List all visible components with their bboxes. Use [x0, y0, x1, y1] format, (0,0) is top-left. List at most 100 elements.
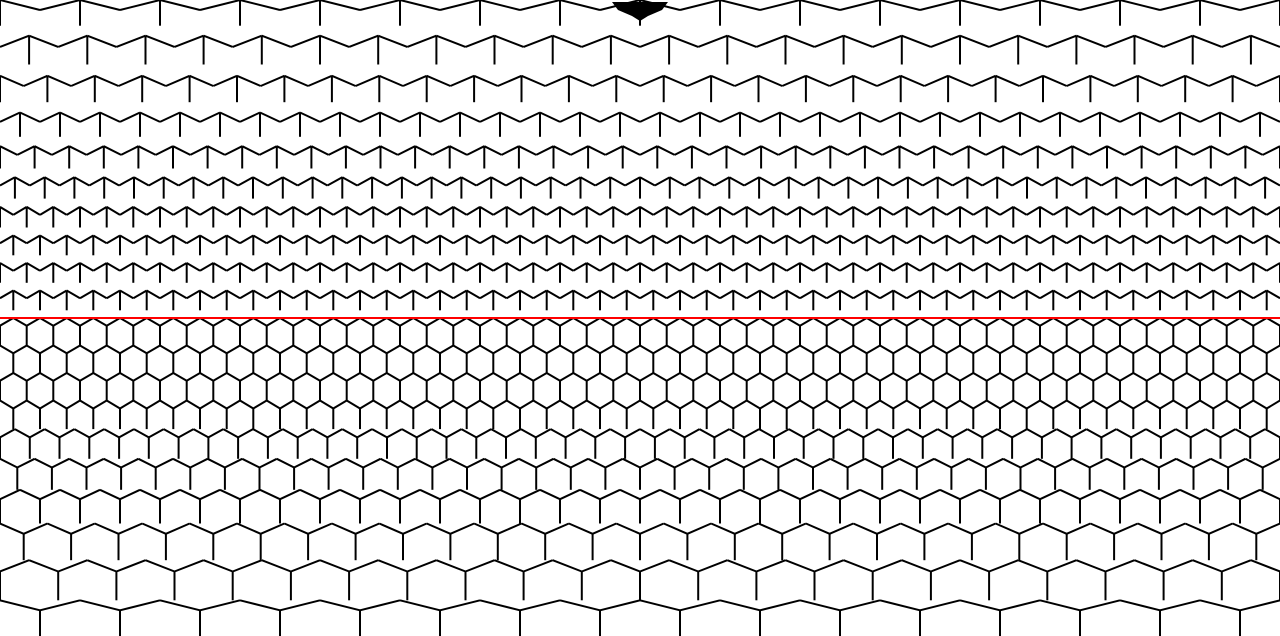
hex-edge: [1212, 399, 1228, 410]
hex-edge: [799, 262, 814, 272]
hex-edge: [212, 344, 228, 355]
hex-edge: [239, 372, 254, 382]
hex-edge: [862, 176, 879, 187]
hex-edge: [1159, 111, 1181, 123]
hex-edge: [572, 344, 588, 355]
hex-edge: [212, 289, 228, 300]
hex-edge: [1042, 522, 1068, 535]
hex-edge: [88, 428, 105, 439]
hex-edge: [479, 488, 501, 501]
hex-edge: [172, 234, 188, 245]
hex-edge: [239, 206, 254, 216]
hex-edge: [599, 111, 621, 123]
hex-edge: [879, 344, 894, 355]
hex-edge: [119, 344, 134, 355]
hex-edge: [839, 234, 854, 245]
hex-edge: [199, 111, 221, 123]
hex-edge: [79, 317, 94, 327]
hex-edge: [1264, 176, 1280, 187]
hex-edge: [1012, 344, 1028, 355]
hex-edge: [1212, 262, 1228, 272]
hex-edge: [479, 344, 494, 355]
hex-edge: [355, 74, 380, 87]
hex-edge: [946, 399, 961, 410]
hex-edge: [610, 559, 641, 573]
hex-edge: [172, 457, 191, 469]
hex-edge: [359, 488, 381, 501]
hex-edge: [1159, 399, 1174, 410]
hex-edge: [679, 234, 694, 245]
hex-edge: [1026, 344, 1041, 355]
hex-edge: [1179, 111, 1201, 123]
hex-edge: [932, 262, 948, 272]
hex-edge: [906, 289, 921, 300]
hex-edge: [697, 559, 728, 573]
hex-edge: [494, 559, 524, 573]
hex-edge: [492, 372, 508, 382]
hex-edge: [306, 344, 321, 355]
hex-edge: [497, 74, 522, 87]
hex-edge: [1042, 74, 1068, 87]
hex-edge: [1139, 111, 1161, 123]
hex-edge: [587, 457, 606, 469]
hex-edge: [1172, 234, 1188, 245]
hex-edge: [544, 74, 570, 87]
hex-edge: [146, 372, 161, 382]
hex-edge: [719, 488, 741, 501]
hex-edge: [186, 372, 201, 382]
hex-edge: [839, 372, 854, 382]
hex-edge: [952, 176, 968, 187]
hex-edge: [1212, 206, 1228, 216]
hex-edge: [852, 74, 878, 87]
hex-edge: [1252, 344, 1268, 355]
hex-edge: [1119, 289, 1134, 300]
hex-edge: [535, 176, 552, 187]
hex-edge: [719, 234, 734, 245]
hex-edge: [0, 457, 18, 469]
hex-edge: [684, 428, 700, 439]
hex-edge: [1026, 176, 1043, 187]
hex-edge: [94, 74, 119, 87]
hex-edge: [1179, 488, 1201, 501]
hex-edge: [359, 399, 374, 410]
hex-edge: [1145, 428, 1162, 439]
hex-edge: [28, 559, 59, 573]
hex-edge: [559, 317, 574, 327]
hex-edge: [414, 457, 433, 469]
hex-edge: [988, 34, 1019, 48]
hex-edge: [523, 559, 554, 573]
hex-edge: [852, 399, 868, 410]
hex-edge: [826, 317, 841, 327]
hex-edge: [599, 317, 614, 327]
hex-edge: [799, 206, 814, 216]
hex-edge: [1012, 234, 1028, 245]
hex-edge: [959, 262, 974, 272]
hex-edge: [1037, 457, 1056, 469]
hex-edge: [812, 457, 831, 469]
hex-edge: [1252, 317, 1268, 327]
hex-edge: [426, 206, 441, 216]
hex-edge: [57, 559, 88, 573]
hex-edge: [159, 317, 174, 327]
hex-edge: [199, 344, 214, 355]
hex-edge: [306, 234, 321, 245]
hex-edge: [1026, 234, 1041, 245]
hex-edge: [786, 289, 801, 300]
hex-edge: [172, 344, 188, 355]
hex-edge: [92, 344, 108, 355]
hex-edge: [1199, 289, 1214, 300]
hex-edge: [159, 234, 174, 245]
hex-edge: [426, 234, 441, 245]
hex-edge: [572, 289, 588, 300]
hex-edge: [319, 344, 334, 355]
hex-edge: [172, 317, 188, 327]
hex-edge: [892, 176, 909, 187]
hex-edge: [446, 176, 462, 187]
hex-edge: [1199, 372, 1214, 382]
hex-edge: [946, 289, 961, 300]
hex-edge: [773, 176, 790, 187]
hex-edge: [92, 234, 108, 245]
hex-edge: [799, 111, 821, 123]
hex-edge: [0, 145, 18, 156]
hex-edge: [1172, 399, 1188, 410]
